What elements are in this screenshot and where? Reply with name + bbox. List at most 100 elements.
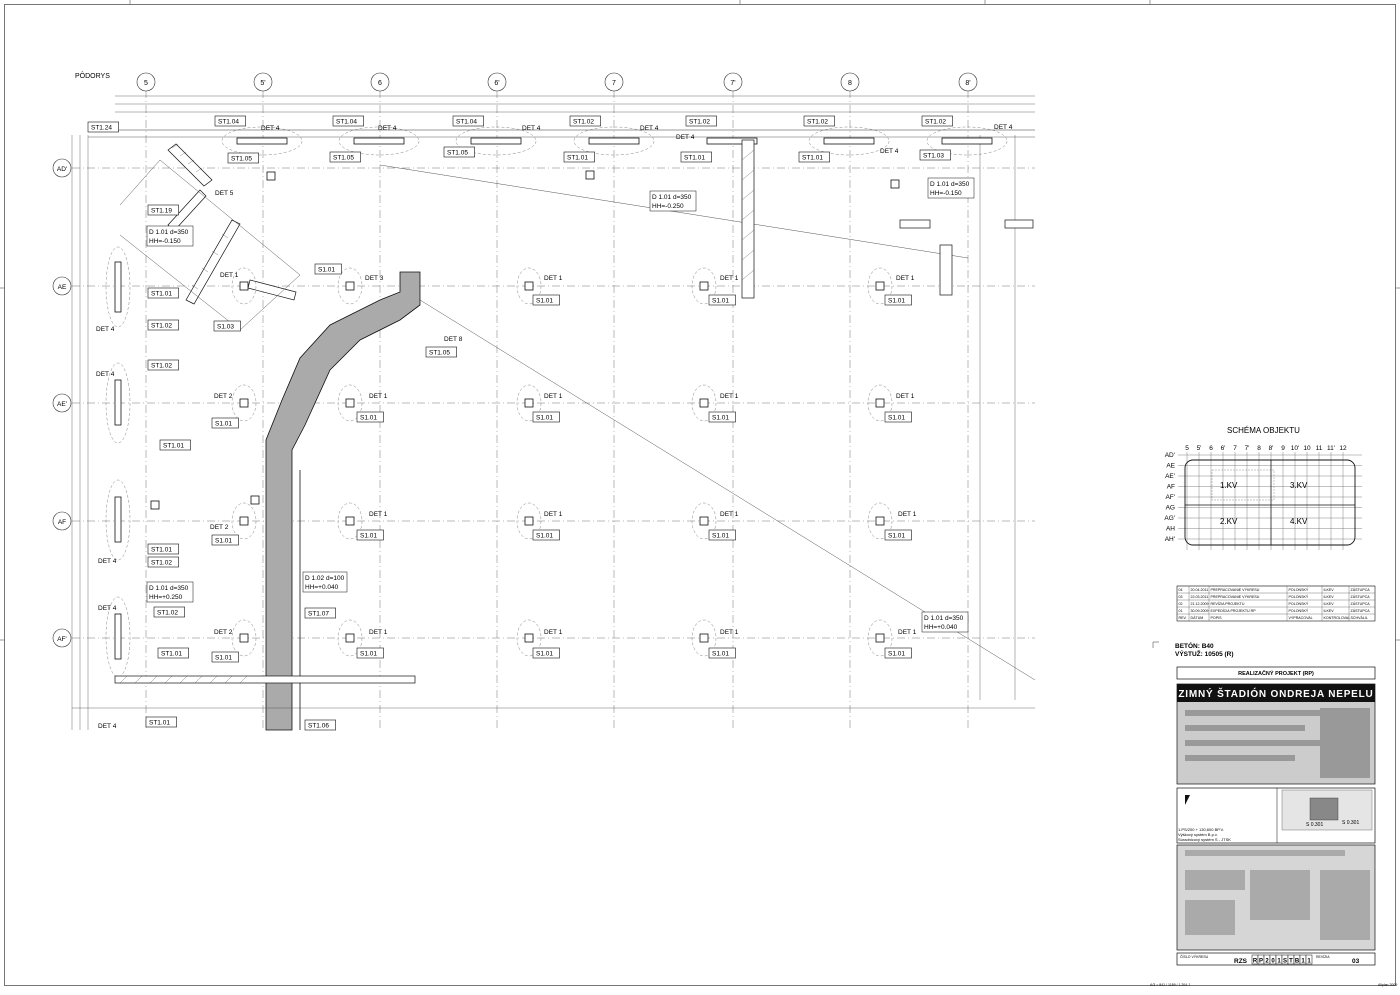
svg-text:ST1.04: ST1.04 xyxy=(218,119,239,126)
tag-st104: ST1.04 xyxy=(332,115,364,127)
svg-text:8': 8' xyxy=(965,80,970,87)
svg-text:1: 1 xyxy=(1307,959,1311,965)
tag-st101: ST1.01 xyxy=(147,287,179,299)
svg-text:6': 6' xyxy=(494,80,499,87)
tag-s101: S1.01 xyxy=(532,294,560,306)
svg-text:PREPRACOVANIE VÝKRESU: PREPRACOVANIE VÝKRESU xyxy=(1211,588,1260,592)
schema-zone-2: 2.KV xyxy=(1220,517,1238,526)
column-pad xyxy=(337,619,363,657)
svg-text:D 1.02 d=100: D 1.02 d=100 xyxy=(305,575,345,582)
code-char: R xyxy=(1251,954,1259,965)
label-det4: DET 4 xyxy=(96,326,115,333)
svg-text:7': 7' xyxy=(730,80,735,87)
label-det2: DET 2 xyxy=(214,629,233,636)
column-pad xyxy=(231,267,257,305)
schema-col-8: 9 xyxy=(1281,445,1285,452)
tag-s101: S1.01 xyxy=(708,294,736,306)
svg-text:1: 1 xyxy=(1277,959,1281,965)
svg-text:30.09.2009: 30.09.2009 xyxy=(1191,609,1209,613)
tag-st107: ST1.07 xyxy=(304,607,336,619)
label-det1: DET 1 xyxy=(544,629,563,636)
label-det4: DET 4 xyxy=(880,148,899,155)
column-pad xyxy=(691,619,717,657)
tag-st105: ST1.05 xyxy=(227,152,259,164)
svg-text:S1.01: S1.01 xyxy=(888,415,905,422)
svg-text:POLONSKÝ: POLONSKÝ xyxy=(1289,588,1309,592)
svg-text:DÁTUM: DÁTUM xyxy=(1191,616,1204,620)
label-det1: DET 1 xyxy=(720,275,739,282)
tag-st101: ST1.01 xyxy=(159,439,191,451)
svg-text:S1.01: S1.01 xyxy=(360,415,377,422)
schema-col-7: 8' xyxy=(1269,445,1274,452)
svg-text:ST1.04: ST1.04 xyxy=(456,119,477,126)
tag-s101: S1.01 xyxy=(356,647,384,659)
label-det1: DET 1 xyxy=(898,629,917,636)
label-det1: DET 1 xyxy=(544,511,563,518)
svg-text:S: S xyxy=(1283,959,1287,965)
tag-st102: ST1.02 xyxy=(803,115,835,127)
code-label: ČÍSLO VÝKRESU xyxy=(1180,954,1209,959)
schema-col-5: 7' xyxy=(1245,445,1250,452)
code-char: 0 xyxy=(1269,954,1277,965)
svg-text:ST1.01: ST1.01 xyxy=(163,443,184,450)
svg-text:ST1.01: ST1.01 xyxy=(161,651,182,658)
label-det1: DET 1 xyxy=(544,393,563,400)
footer-size: A/3 = 841 / 1189 / 1.204 J xyxy=(1150,983,1190,987)
code-char: S xyxy=(1281,954,1289,965)
sheet-number: 03 xyxy=(1352,958,1360,965)
tag-s101: S1.01 xyxy=(211,534,239,546)
svg-text:D 1.01 d=350: D 1.01 d=350 xyxy=(930,181,970,188)
tag-st102: ST1.02 xyxy=(569,115,601,127)
tag-s103: S1.03 xyxy=(213,320,241,332)
svg-text:R: R xyxy=(1253,959,1258,965)
column-axis-5: 7' xyxy=(723,72,743,92)
code-char: 1 xyxy=(1299,954,1307,965)
tag-st102: ST1.02 xyxy=(147,359,179,371)
tag-s101: S1.01 xyxy=(314,263,342,275)
svg-text:AE: AE xyxy=(58,284,67,291)
label-det1: DET 1 xyxy=(720,629,739,636)
tag-st119: ST1.19 xyxy=(147,204,179,216)
svg-text:ST1.19: ST1.19 xyxy=(151,208,172,215)
svg-text:ST1.01: ST1.01 xyxy=(567,155,588,162)
code-char: 1 xyxy=(1275,954,1283,965)
column-pad xyxy=(231,384,257,422)
schema-col-2: 6 xyxy=(1209,445,1213,452)
tag-s101: S1.01 xyxy=(532,529,560,541)
grid-columns xyxy=(145,90,969,730)
code-char: B xyxy=(1293,954,1301,965)
column-pad xyxy=(337,502,363,540)
svg-text:ST1.01: ST1.01 xyxy=(151,547,172,554)
svg-text:8: 8 xyxy=(848,80,852,87)
label-det4: DET 4 xyxy=(640,125,659,132)
scale-note-2: Výškový systém B.p.v. xyxy=(1178,832,1218,837)
svg-text:PREPRACOVANIE VÝKRESU: PREPRACOVANIE VÝKRESU xyxy=(1211,595,1260,599)
svg-text:20.04.2011: 20.04.2011 xyxy=(1191,588,1209,592)
svg-text:ST1.02: ST1.02 xyxy=(925,119,946,126)
footer-tool: Allplan 2009 xyxy=(1378,983,1397,987)
column-pad xyxy=(691,267,717,305)
svg-text:S1.01: S1.01 xyxy=(712,415,729,422)
svg-text:ST1.02: ST1.02 xyxy=(573,119,594,126)
svg-text:01: 01 xyxy=(1179,609,1183,613)
label-det4: DET 4 xyxy=(676,134,695,141)
svg-text:ST1.05: ST1.05 xyxy=(231,156,252,163)
row-axis-1: AE xyxy=(52,276,72,296)
label-det1: DET 1 xyxy=(896,393,915,400)
svg-text:S1.01: S1.01 xyxy=(215,655,232,662)
svg-text:5: 5 xyxy=(144,80,148,87)
svg-text:D 1.01 d=350: D 1.01 d=350 xyxy=(924,615,964,622)
svg-text:ST1.06: ST1.06 xyxy=(308,723,329,730)
label-det1: DET 1 xyxy=(544,275,563,282)
tag-st104: ST1.04 xyxy=(214,115,246,127)
svg-text:ZÁSTUPCA: ZÁSTUPCA xyxy=(1351,588,1371,592)
label-det4: DET 4 xyxy=(96,371,115,378)
svg-text:ST1.02: ST1.02 xyxy=(151,560,172,567)
svg-text:S1.01: S1.01 xyxy=(536,415,553,422)
